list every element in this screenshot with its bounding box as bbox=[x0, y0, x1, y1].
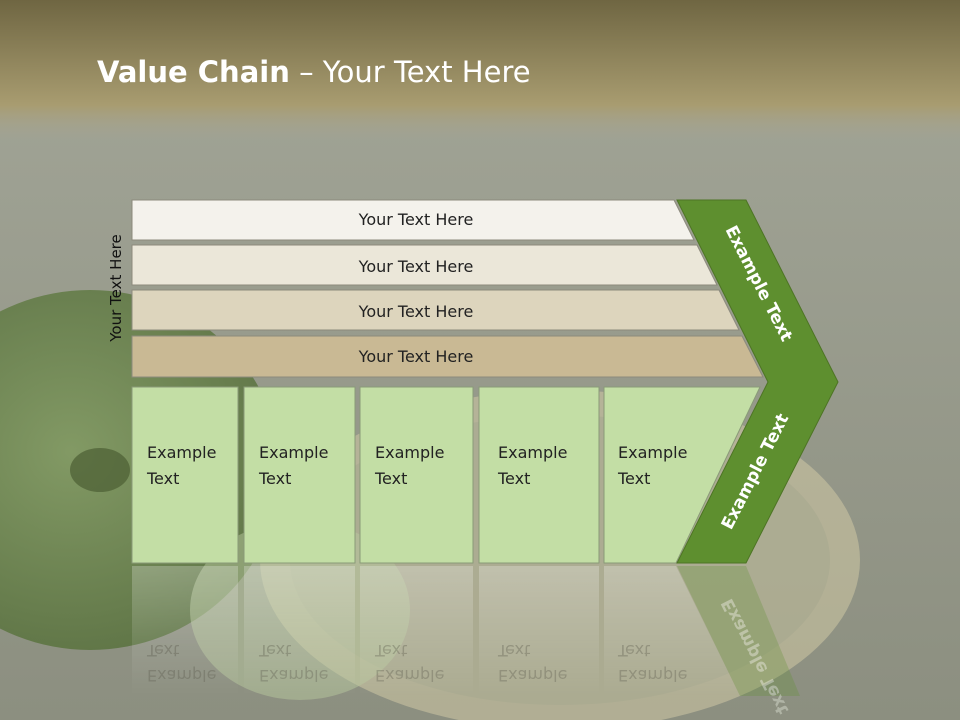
column-text-2b: Text bbox=[258, 469, 291, 488]
reflection-text-4b: Text bbox=[497, 641, 530, 660]
bar-shape-2 bbox=[131, 244, 718, 286]
reflection-text-4a: Example bbox=[498, 666, 567, 685]
reflection: Example Text Example Text Example Text E… bbox=[132, 566, 800, 717]
column-text-3b: Text bbox=[374, 469, 407, 488]
bars-group: Your Text Here Your Text Here Your Text … bbox=[131, 199, 764, 378]
column-text-1b: Text bbox=[146, 469, 179, 488]
column-box-5 bbox=[603, 386, 761, 564]
bar-label-3: Your Text Here bbox=[358, 302, 474, 321]
chevron-arrow bbox=[676, 199, 839, 564]
bar-shape-4 bbox=[131, 335, 764, 378]
column-box-2 bbox=[243, 386, 356, 564]
title-bold: Value Chain bbox=[97, 55, 290, 89]
bar-label-4: Your Text Here bbox=[358, 347, 474, 366]
reflection-text-1a: Example bbox=[147, 666, 216, 685]
reflection-text-2b: Text bbox=[258, 641, 291, 660]
column-text-2a: Example bbox=[259, 443, 328, 462]
column-text-3a: Example bbox=[375, 443, 444, 462]
reflection-text-2a: Example bbox=[259, 666, 328, 685]
reflection-text-3a: Example bbox=[375, 666, 444, 685]
column-text-4b: Text bbox=[497, 469, 530, 488]
column-box-3 bbox=[359, 386, 474, 564]
column-text-5b: Text bbox=[617, 469, 650, 488]
column-text-4a: Example bbox=[498, 443, 567, 462]
title-rest: – Your Text Here bbox=[289, 55, 531, 89]
bar-shape-1 bbox=[131, 199, 695, 241]
bar-shape-3 bbox=[131, 289, 740, 331]
reflection-text-1b: Text bbox=[146, 641, 179, 660]
reflection-text-5a: Example bbox=[618, 666, 687, 685]
columns-group: Example Text Example Text Example Text E… bbox=[131, 386, 761, 564]
bar-label-1: Your Text Here bbox=[358, 210, 474, 229]
column-text-5a: Example bbox=[618, 443, 687, 462]
slide-title: Value Chain – Your Text Here bbox=[97, 55, 531, 89]
column-box-1 bbox=[131, 386, 239, 564]
reflection-text-3b: Text bbox=[374, 641, 407, 660]
column-text-1a: Example bbox=[147, 443, 216, 462]
bar-label-2: Your Text Here bbox=[358, 257, 474, 276]
column-box-4 bbox=[478, 386, 600, 564]
reflection-text-5b: Text bbox=[617, 641, 650, 660]
